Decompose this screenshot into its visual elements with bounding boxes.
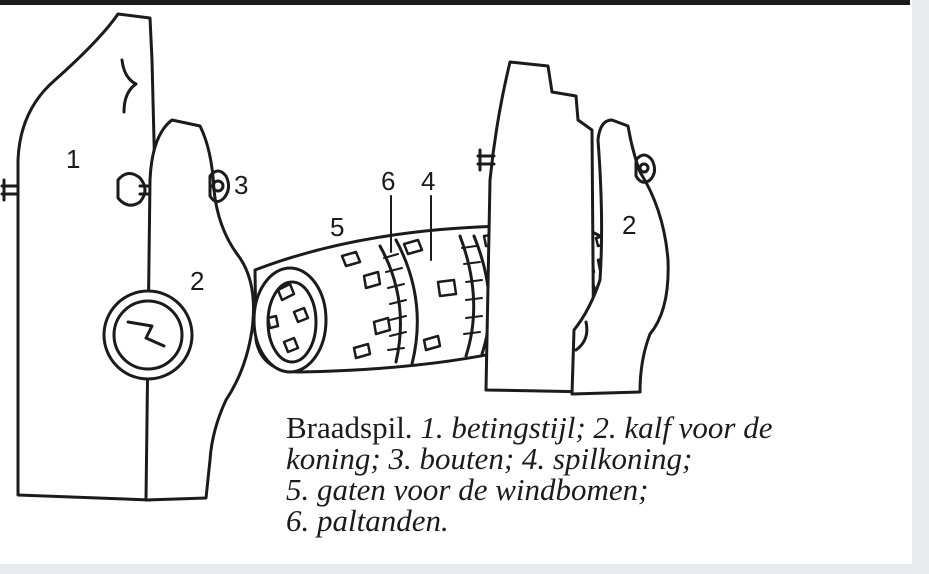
barrel-band-3 xyxy=(458,234,476,358)
windlass-drawing: 1 2 3 4 5 6 2 xyxy=(0,12,670,502)
left-gear-hub-inner xyxy=(112,299,184,371)
callout-1: 1 xyxy=(66,144,80,174)
right-frame xyxy=(912,0,929,574)
caption-line-4: 6. paltanden. xyxy=(286,503,449,538)
caption-line-3: 5. gaten voor de windbomen; xyxy=(286,472,649,507)
callout-2-right: 2 xyxy=(622,210,636,240)
windlass-figure: 1 2 3 4 5 6 2 Braadspil. 1. betingstijl;… xyxy=(0,0,910,536)
figure-caption: Braadspil. 1. betingstijl; 2. kalf voor … xyxy=(286,412,906,536)
left-gear-notch xyxy=(126,320,166,348)
barrel-band-2 xyxy=(394,238,419,366)
callout-4: 4 xyxy=(421,166,435,196)
left-bolt-stub xyxy=(0,178,20,202)
caption-line-1-rest: 1. betingstijl; 2. kalf voor de xyxy=(420,410,773,445)
left-chain-link xyxy=(208,169,231,203)
right-chain-link xyxy=(634,153,657,184)
callout-6: 6 xyxy=(381,166,395,196)
callout-2-left: 2 xyxy=(190,266,204,296)
caption-line-2: koning; 3. bouten; 4. spilkoning; xyxy=(286,441,693,476)
right-bolt-stub xyxy=(476,148,496,172)
top-rule xyxy=(0,0,910,5)
left-post-notch xyxy=(120,58,138,114)
left-bitt-post xyxy=(16,12,160,502)
caption-line-1: Braadspil. 1. betingstijl; 2. kalf voor … xyxy=(286,412,906,443)
bottom-frame xyxy=(0,564,929,574)
pawl-teeth-2 xyxy=(461,245,483,335)
right-kalf-inner xyxy=(574,320,589,352)
pawl-teeth xyxy=(383,253,407,351)
right-kalf xyxy=(570,118,670,396)
callout-3: 3 xyxy=(234,170,248,200)
right-chain-eye xyxy=(638,162,650,174)
caption-title: Braadspil. xyxy=(286,410,413,445)
left-kalf xyxy=(144,118,255,502)
left-chain-eye xyxy=(211,179,225,193)
callout-5: 5 xyxy=(330,212,344,242)
left-through-bolt xyxy=(116,172,147,207)
